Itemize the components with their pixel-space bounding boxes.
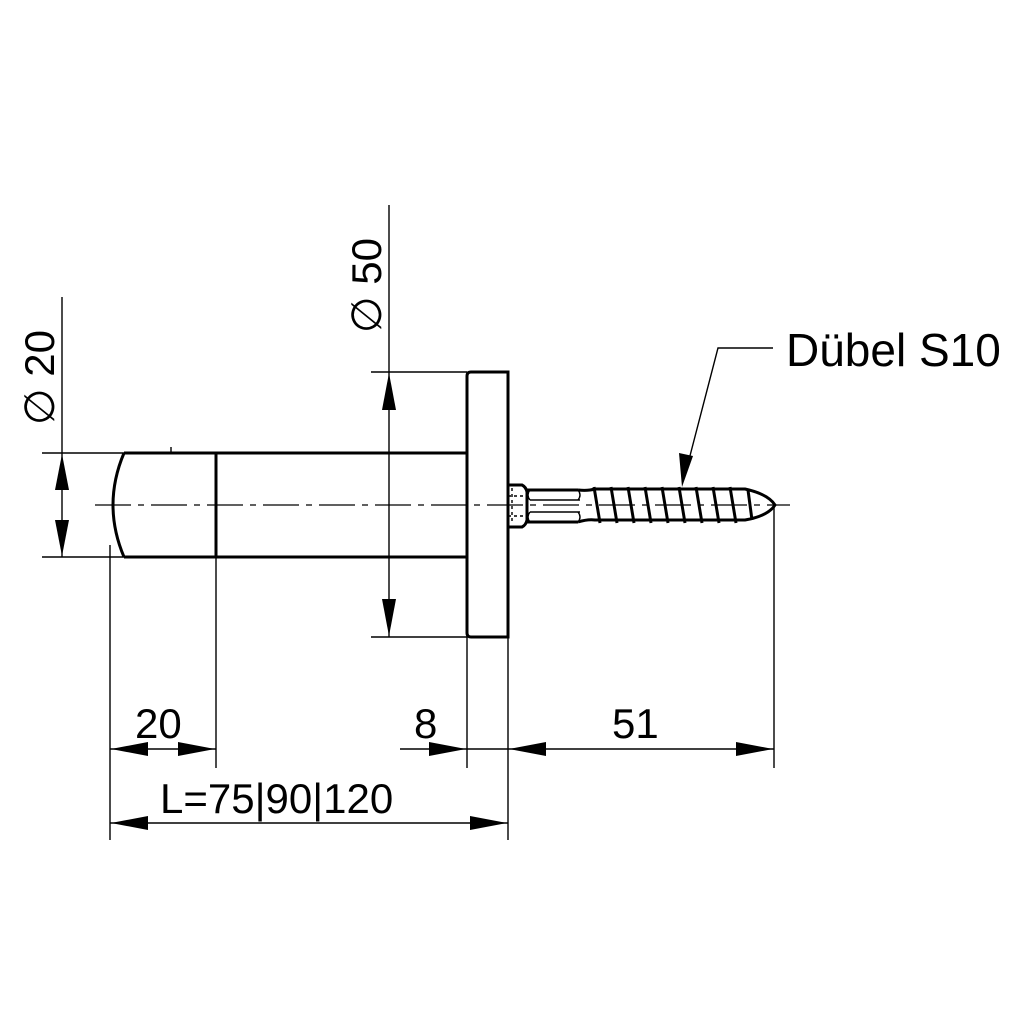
dim-diameter-20: ∅ 20 [16,297,124,558]
dim-diameter-50: ∅ 50 [343,205,467,638]
dowel-label: Dübel S10 [786,324,1001,376]
screw [508,483,777,529]
dim-tip-length-20: 20 [110,700,216,756]
dim-total-length: L=75|90|120 [110,775,508,830]
dim-label-screw-length: 51 [612,700,659,747]
dim-label-diameter-50: ∅ 50 [343,238,390,333]
extension-lines [109,505,775,840]
dowel-callout: Dübel S10 [679,324,1001,487]
dim-label-diameter-20: ∅ 20 [16,330,63,425]
dim-rosette-thickness-8: 8 [400,700,546,756]
dim-screw-length-51: 51 [508,700,774,756]
dim-label-rosette-thickness: 8 [414,700,437,747]
dim-label-total-length: L=75|90|120 [160,775,393,822]
dim-label-tip-length: 20 [135,700,182,747]
rosette-flange [465,370,510,639]
cylinder-body [111,447,467,559]
